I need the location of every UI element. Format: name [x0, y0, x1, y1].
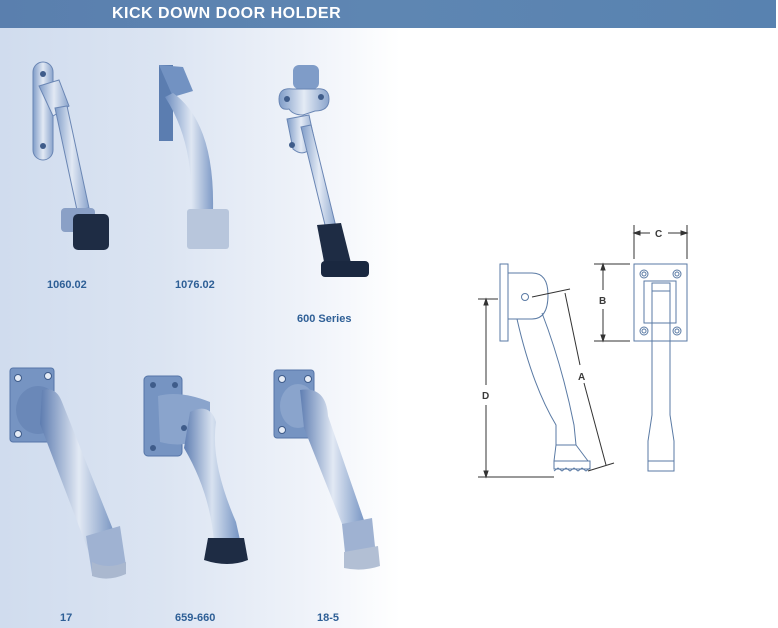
- product-label: 600 Series: [297, 313, 352, 325]
- dimension-label-b: B: [599, 296, 606, 307]
- product-label: 1060.02: [47, 279, 87, 291]
- dimension-label-c: C: [655, 229, 662, 240]
- dimension-label-a: A: [578, 372, 585, 383]
- product-label: 18-5: [317, 612, 340, 624]
- product-image-600-series: [275, 63, 375, 288]
- product-image-18-5: [270, 366, 385, 581]
- header-bar: KICK DOWN DOOR HOLDER: [0, 0, 776, 28]
- product-image-17: [8, 366, 133, 591]
- product-image-659-660: [140, 372, 260, 577]
- product-image-1060-02: [25, 58, 115, 263]
- product-label: 1076.02: [175, 279, 215, 291]
- page-title: KICK DOWN DOOR HOLDER: [112, 5, 342, 22]
- product-label: 17: [60, 612, 73, 624]
- product-image-1076-02: [155, 63, 245, 258]
- dimension-diagram: D A B: [470, 215, 700, 490]
- dimension-label-d: D: [482, 391, 489, 402]
- product-label: 659-660: [175, 612, 216, 624]
